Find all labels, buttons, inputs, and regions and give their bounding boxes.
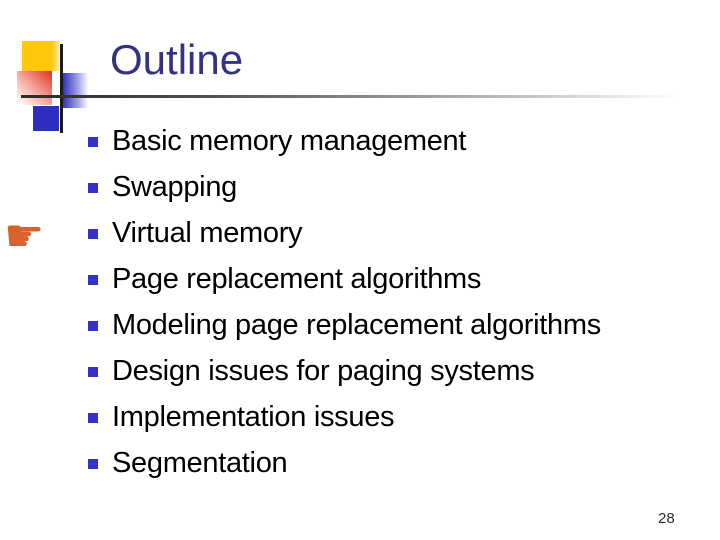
list-item: Modeling page replacement algorithms: [88, 302, 601, 348]
list-item-label: Swapping: [112, 170, 237, 203]
list-item: Swapping: [88, 164, 601, 210]
list-item: Design issues for paging systems: [88, 348, 601, 394]
outline-list: Basic memory management Swapping Virtual…: [88, 118, 601, 486]
list-item: Virtual memory: [88, 210, 601, 256]
bullet-square-icon: [88, 183, 98, 193]
title-underline-rule: [21, 95, 681, 98]
list-item-label: Modeling page replacement algorithms: [112, 308, 601, 341]
list-item: Basic memory management: [88, 118, 601, 164]
list-item-label: Basic memory management: [112, 124, 467, 157]
page-number: 28: [658, 510, 675, 527]
bullet-square-icon: [88, 367, 98, 377]
list-item: Page replacement algorithms: [88, 256, 601, 302]
blue-gradient-square-decor: [61, 73, 90, 108]
list-item: Implementation issues: [88, 394, 601, 440]
bullet-square-icon: [88, 229, 98, 239]
list-item-label: Implementation issues: [112, 400, 395, 433]
bullet-square-icon: [88, 275, 98, 285]
pointing-hand-icon: ☛: [4, 209, 45, 262]
list-item-label: Page replacement algorithms: [112, 262, 482, 295]
list-item-label: Virtual memory: [112, 216, 303, 249]
list-item-label: Design issues for paging systems: [112, 354, 535, 387]
bullet-square-icon: [88, 413, 98, 423]
list-item-label: Segmentation: [112, 446, 288, 479]
bullet-square-icon: [88, 459, 98, 469]
bullet-square-icon: [88, 321, 98, 331]
slide-title: Outline: [110, 36, 244, 83]
yellow-square-decor: [22, 41, 60, 71]
bullet-square-icon: [88, 137, 98, 147]
list-item: Segmentation: [88, 440, 601, 486]
vertical-line-decor: [60, 44, 63, 133]
blue-square-decor: [33, 106, 59, 131]
red-gradient-square-decor: [17, 71, 52, 105]
